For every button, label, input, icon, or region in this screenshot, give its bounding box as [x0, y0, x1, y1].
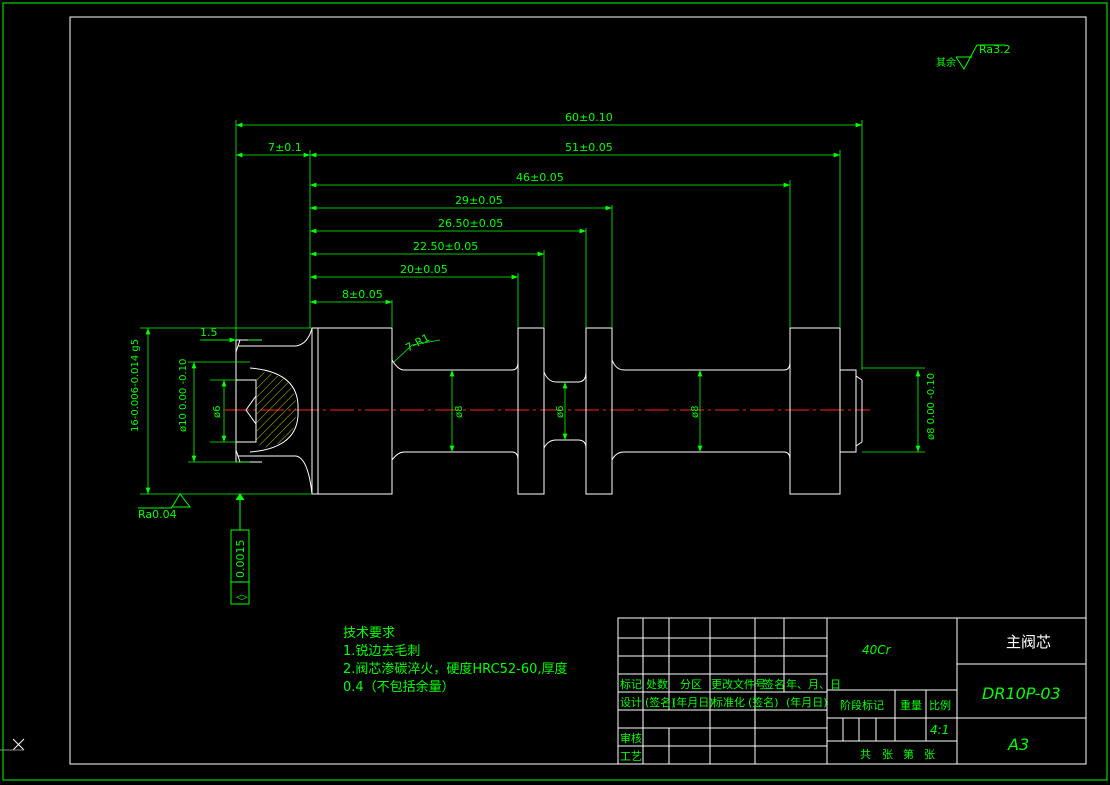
title-block: [617, 617, 1087, 765]
scale-value: 4:1: [930, 723, 949, 737]
dim-8: 8±0.05: [342, 288, 383, 301]
dimension-texts: 60±0.10 7±0.1 51±0.05 46±0.05 29±0.05 26…: [130, 111, 937, 440]
cylindricity-icon: ◊: [235, 594, 248, 600]
scale-label: 比例: [929, 698, 951, 712]
dim-dia6-left: ø6: [212, 406, 223, 418]
sheet-size: A3: [1007, 735, 1029, 754]
sheets-unit-label: 张: [882, 748, 893, 761]
dim-51: 51±0.05: [565, 141, 613, 154]
row-mark-4: 签名: [763, 677, 785, 691]
dim-dia8-b: ø8: [690, 406, 701, 418]
cylindricity-frame: 0.0015 ◊: [230, 493, 250, 605]
notes-line2: 2.阀芯渗碳淬火，硬度HRC52-60,厚度: [343, 661, 568, 677]
dim-dia16: 16-0.006-0.014 g5: [130, 339, 141, 432]
dim-46: 46±0.05: [516, 171, 564, 184]
dim-dia8-right: ø8 0.00 -0.10: [926, 373, 937, 440]
row-mark-2: 分区: [680, 678, 702, 691]
row-design-0: 设计: [620, 696, 642, 709]
close-icon: [0, 738, 25, 751]
dim-60: 60±0.10: [565, 111, 613, 124]
notes-line3: 0.4（不包括余量）: [343, 679, 455, 695]
dim-dia6-mid: ø6: [555, 406, 566, 418]
stage-mark-label: 阶段标记: [840, 698, 884, 712]
roughness-left-value: Ra0.04: [138, 508, 177, 521]
roughness-other-symbol: 其余 Ra3.2: [936, 43, 1011, 70]
row-design-1: (签名): [645, 695, 676, 709]
dim-dia8-a: ø8: [454, 406, 465, 418]
roughness-other-label: 其余: [936, 56, 956, 69]
sheet-no-label: 第: [903, 747, 914, 761]
dimension-lines: [145, 122, 921, 494]
center-hole-symbol: [245, 395, 257, 425]
row-mark-5: 年、月、日: [786, 677, 841, 691]
row-design-2: (年月日): [672, 695, 714, 709]
dim-22-5: 22.50±0.05: [413, 240, 478, 253]
title-block-texts: 40Cr 主阀芯 DR10P-03 A3 标记 处数 分区 更改文件号 签名 年…: [620, 633, 1061, 763]
review-label: 审核: [620, 731, 642, 745]
notes-title: 技术要求: [343, 626, 395, 641]
row-design-5: (年月日): [786, 695, 828, 709]
dim-7: 7±0.1: [268, 141, 302, 154]
technical-notes: 技术要求 1.锐边去毛刺 2.阀芯渗碳淬火，硬度HRC52-60,厚度 0.4（…: [343, 626, 568, 695]
weight-label: 重量: [900, 698, 922, 712]
dim-20: 20±0.05: [400, 263, 448, 276]
row-mark-1: 处数: [646, 678, 668, 691]
inner-border: [69, 16, 1087, 765]
dim-r1: 7-R1: [403, 331, 432, 355]
section-hatch: [256, 372, 297, 448]
cylindricity-value: 0.0015: [234, 540, 247, 579]
roughness-other-value: Ra3.2: [979, 43, 1011, 56]
row-design-4: (签名): [748, 695, 779, 709]
notes-line1: 1.锐边去毛刺: [343, 644, 420, 659]
row-design-3: 标准化: [712, 695, 745, 709]
shaft-outline: [235, 327, 863, 495]
dim-26-5: 26.50±0.05: [438, 217, 503, 230]
sheet-no-unit-label: 张: [924, 748, 935, 761]
dim-29: 29±0.05: [455, 194, 503, 207]
row-mark-0: 标记: [620, 677, 642, 691]
row-mark-3: 更改文件号: [711, 677, 766, 691]
dim-dia10: ø10 0.00 -0.10: [178, 359, 189, 432]
sheets-total-label: 共: [860, 748, 871, 761]
roughness-left-symbol: Ra0.04: [138, 493, 192, 521]
dim-1-5: 1.5: [200, 326, 218, 339]
process-label: 工艺: [620, 750, 642, 763]
material: 40Cr: [862, 643, 892, 657]
drawing-number: DR10P-03: [982, 684, 1061, 703]
part-name: 主阀芯: [1006, 633, 1051, 651]
